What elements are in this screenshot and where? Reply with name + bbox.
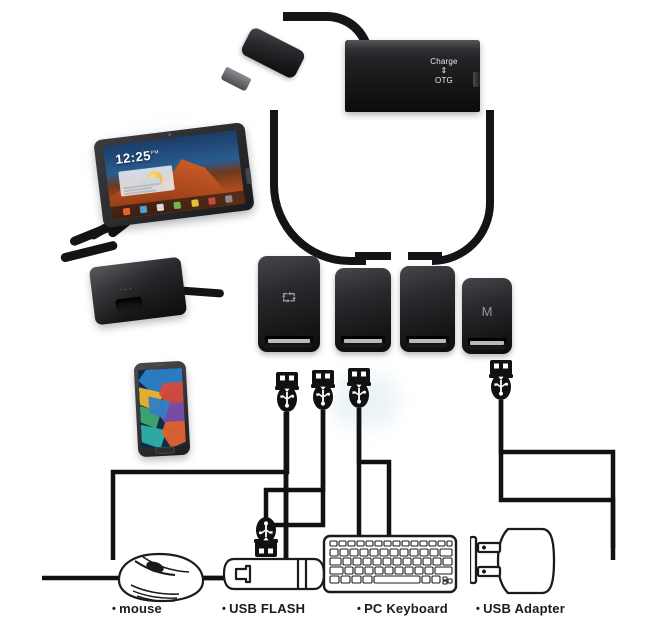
usb-trident-icon: ⮔ [281, 289, 297, 305]
label-mouse: •mouse [112, 601, 162, 616]
hub-fanout-cable-3 [408, 110, 442, 260]
usb-port-slot [341, 336, 385, 347]
usb-port-slot [467, 338, 507, 349]
usb-port-4: M [462, 278, 512, 354]
label-pc-keyboard: •PC Keyboard [357, 601, 448, 616]
usb-port-3 [400, 266, 455, 352]
label-usb-adapter-text: USB Adapter [483, 601, 565, 616]
usb-plug-keyboard-icon [347, 368, 371, 408]
label-usb-flash: •USB FLASH [222, 601, 305, 616]
pc-keyboard-illustration [322, 534, 458, 594]
charge-otg-switch-slider[interactable] [473, 72, 480, 87]
usb-port-slot [406, 336, 449, 347]
hub-input-cable [283, 12, 373, 64]
label-mouse-text: mouse [119, 601, 162, 616]
label-bullet-icon: • [357, 603, 362, 615]
usb-port-2 [335, 268, 391, 352]
hub-body [345, 40, 480, 112]
usb-plug-flash-icon [311, 370, 335, 410]
label-usb-adapter: •USB Adapter [476, 601, 565, 616]
usb-wall-adapter-illustration [470, 527, 556, 595]
label-bullet-icon: • [112, 603, 117, 615]
usb-port-slot [264, 336, 314, 347]
label-usb-flash-text: USB FLASH [229, 601, 306, 616]
label-bullet-icon: • [222, 603, 227, 615]
usb-port-1: ⮔ [258, 256, 320, 352]
label-bullet-icon: • [476, 603, 481, 615]
mouse-illustration [117, 552, 205, 603]
usb-plug-adapter-icon [489, 360, 513, 400]
hub-fanout-cable-2 [355, 110, 391, 260]
usb-plug-mouse-icon [275, 372, 299, 412]
label-pc-keyboard-text: PC Keyboard [364, 601, 448, 616]
usb-flash-drive-illustration [222, 557, 326, 591]
power-port-mark-icon: M [481, 303, 493, 319]
